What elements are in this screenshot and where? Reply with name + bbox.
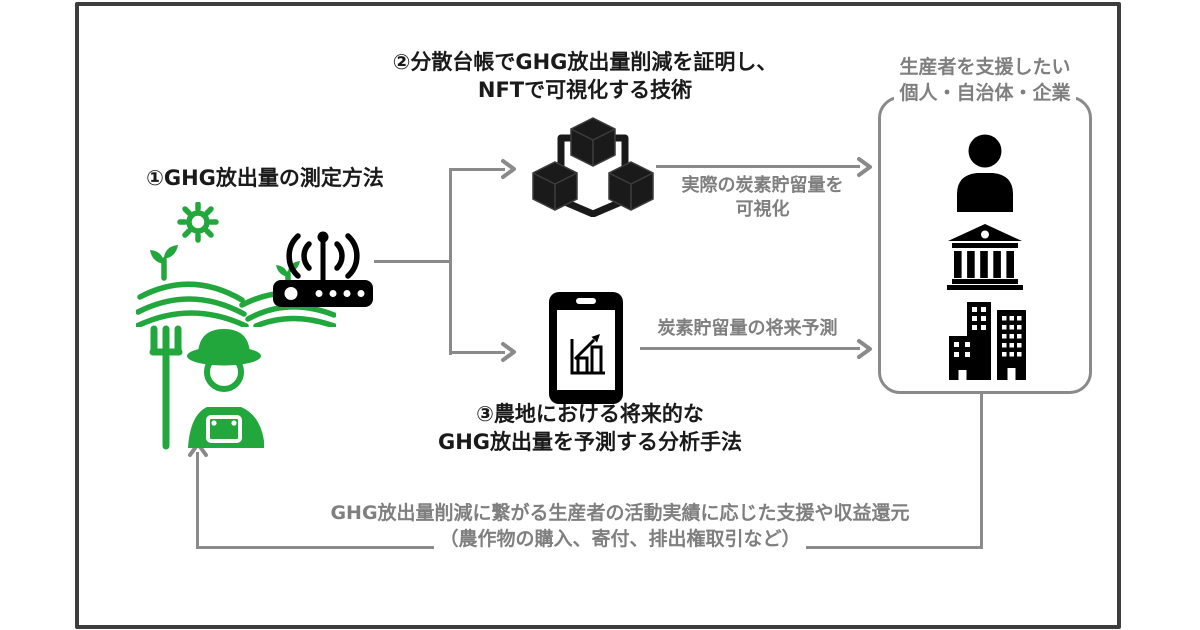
feedback-line1: GHG放出量削減に繋がる生産者の活動実績に応じた支援や収益還元 bbox=[325, 500, 915, 526]
arrowhead-to-supporters-bottom-icon bbox=[856, 338, 874, 364]
person-icon bbox=[951, 134, 1019, 216]
step3-title-line1: ③農地における将来的な bbox=[476, 402, 704, 426]
connector-to-phone bbox=[452, 351, 505, 354]
supporters-title: 生産者を支援したい 個人・自治体・企業 bbox=[855, 54, 1115, 106]
step3-title-line2: GHG放出量を予測する分析手法 bbox=[437, 430, 743, 454]
feedback-line2: （農作物の購入、寄付、排出権取引など） bbox=[434, 526, 806, 552]
flow-future-label: 炭素貯留量の将来予測 bbox=[657, 318, 838, 339]
arrowhead-to-supporters-top-icon bbox=[856, 156, 874, 182]
connector-feedback-up bbox=[196, 452, 199, 549]
arrowhead-to-blockchain-icon bbox=[500, 158, 518, 184]
supporters-title-line2: 個人・自治体・企業 bbox=[894, 80, 1076, 106]
step2-title: ②分散台帳でGHG放出量削減を証明し、 NFTで可視化する技術 bbox=[340, 48, 830, 104]
farm-field-icon bbox=[134, 201, 337, 331]
connector-supporters-down bbox=[980, 393, 983, 549]
iot-router-icon bbox=[268, 228, 378, 314]
step2-title-line1: ②分散台帳でGHG放出量削減を証明し、 bbox=[392, 50, 778, 74]
connector-phone-to-supporters bbox=[640, 347, 860, 350]
step3-title: ③農地における将来的な GHG放出量を予測する分析手法 bbox=[380, 400, 800, 456]
connector-blockchain-to-supporters bbox=[656, 165, 860, 168]
connector-router-to-split bbox=[374, 260, 452, 263]
farmer-icon bbox=[146, 316, 271, 455]
flow-actual-label: 実際の炭素貯留量を 可視化 bbox=[681, 175, 844, 220]
arrowhead-to-phone-icon bbox=[500, 341, 518, 367]
feedback-label: GHG放出量削減に繋がる生産者の活動実績に応じた支援や収益還元 （農作物の購入、… bbox=[240, 500, 1000, 552]
buildings-icon bbox=[941, 300, 1029, 384]
bank-icon bbox=[946, 224, 1024, 294]
step1-title: ①GHG放出量の測定方法 bbox=[146, 166, 384, 190]
smartphone-chart-icon bbox=[545, 289, 627, 411]
blockchain-icon bbox=[528, 112, 658, 221]
supporters-title-line1: 生産者を支援したい bbox=[899, 56, 1071, 78]
step2-title-line2: NFTで可視化する技術 bbox=[477, 78, 693, 102]
connector-split-vertical bbox=[449, 168, 452, 355]
connector-to-blockchain bbox=[452, 168, 505, 171]
